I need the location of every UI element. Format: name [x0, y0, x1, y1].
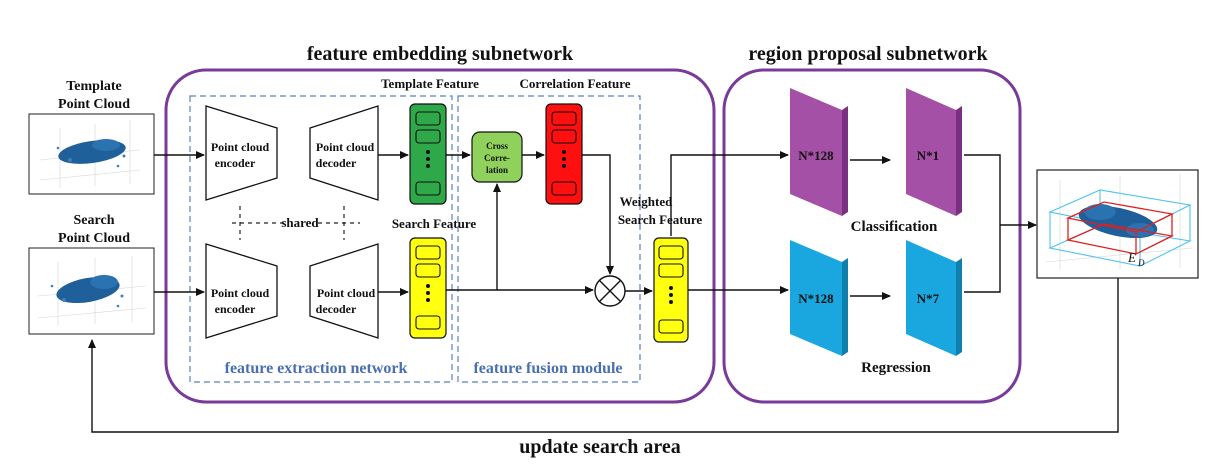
correlation-feature-label: Correlation Feature [519, 76, 630, 91]
svg-text:decoder: decoder [316, 302, 357, 316]
template-decoder: Point cloud decoder [309, 105, 379, 201]
svg-text:encoder: encoder [215, 156, 256, 170]
svg-text:Point cloud: Point cloud [316, 140, 375, 154]
correlation-feature-bar [545, 103, 583, 205]
search-encoder: Point cloud encoder [205, 243, 278, 339]
feature-extraction-label: feature extraction network [225, 360, 408, 377]
region-proposal-title: region proposal subnetwork [748, 43, 988, 65]
svg-text:Corre-: Corre- [484, 153, 510, 163]
search-decoder: Point cloud decoder [309, 243, 379, 339]
rpn-arrows [88, 151, 1119, 433]
svg-text:Point cloud: Point cloud [211, 140, 270, 154]
multiply-node [594, 275, 626, 307]
feature-extraction-box [189, 95, 453, 383]
regression-input-block: N*128 [790, 240, 848, 356]
feature-embedding-panel [164, 68, 716, 404]
output-axis-label: E [1127, 250, 1136, 265]
update-search-area-label: update search area [519, 436, 680, 458]
search-feature-label: Search Feature [392, 216, 477, 231]
template-encoder: Point cloud encoder [205, 105, 278, 201]
feature-embedding-title: feature embedding subnetwork [307, 43, 574, 65]
svg-text:lation: lation [486, 165, 508, 175]
template-feature-bar [409, 103, 447, 205]
svg-text:N*1: N*1 [917, 148, 939, 163]
svg-text:N*128: N*128 [798, 148, 834, 163]
template-input-label-2: Point Cloud [58, 97, 130, 112]
svg-text:Point cloud: Point cloud [211, 286, 270, 300]
svg-text:encoder: encoder [215, 302, 256, 316]
weighted-search-label-1: Weighted [620, 194, 673, 209]
regression-label: Regression [861, 360, 931, 376]
svg-text:decoder: decoder [316, 156, 357, 170]
svg-text:Point cloud: Point cloud [317, 286, 376, 300]
output-tracking-result-image: E D [1036, 169, 1199, 279]
shared-label: shared [281, 215, 319, 230]
region-proposal-panel [722, 68, 1022, 404]
weighted-search-label-2: Search Feature [618, 212, 703, 227]
search-input-label-2: Point Cloud [58, 231, 130, 246]
weighted-search-feature-bar [653, 237, 689, 343]
feature-fusion-box [457, 95, 641, 383]
svg-text:N*7: N*7 [917, 291, 940, 306]
shared-weights-links [232, 206, 360, 240]
svg-text:Cross: Cross [486, 141, 508, 151]
feature-fusion-label: feature fusion module [473, 360, 622, 377]
classification-input-block: N*128 [790, 88, 848, 216]
output-axis-sublabel: D [1137, 258, 1145, 268]
classification-output-block: N*1 [906, 88, 962, 216]
search-feature-bar [409, 237, 447, 339]
template-point-cloud-image [28, 113, 155, 195]
search-input-label-1: Search [74, 213, 115, 228]
template-feature-label: Template Feature [381, 76, 479, 91]
embedding-arrows [154, 151, 653, 296]
cross-correlation-block: Cross Corre- lation [471, 131, 523, 183]
svg-text:N*128: N*128 [798, 291, 834, 306]
search-point-cloud-image [28, 247, 155, 335]
classification-label: Classification [851, 219, 938, 235]
template-input-label-1: Template [66, 79, 121, 94]
regression-output-block: N*7 [906, 240, 962, 356]
